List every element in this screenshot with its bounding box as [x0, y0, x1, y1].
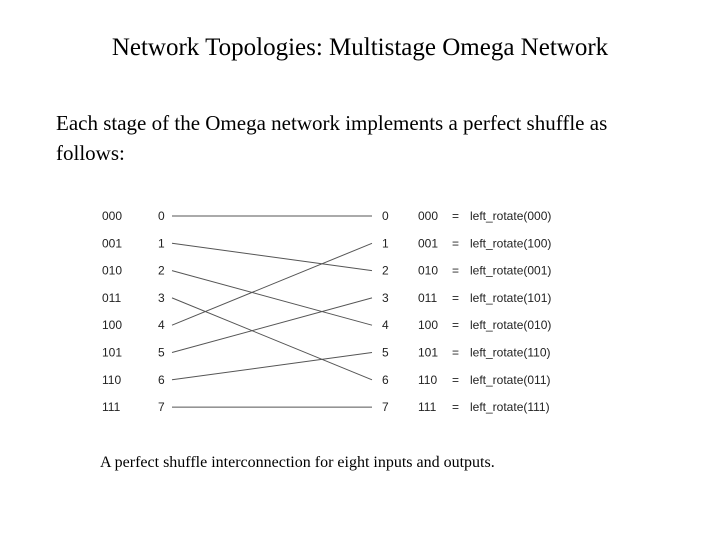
left-rotate-formula: left_rotate(011) [470, 373, 551, 387]
input-index-label: 6 [158, 373, 165, 387]
shuffle-connection-line [171, 297, 373, 381]
output-binary-label: 111 [418, 400, 437, 414]
input-index-label: 2 [158, 264, 165, 278]
equals-sign: = [452, 318, 459, 332]
shuffle-connection-line [171, 297, 373, 353]
shuffle-connection-line [171, 242, 373, 272]
equals-sign: = [452, 346, 459, 360]
left-rotate-formula: left_rotate(111) [470, 400, 550, 414]
input-binary-label: 100 [102, 318, 122, 332]
left-rotate-formula: left_rotate(010) [470, 318, 551, 332]
left-rotate-formula: left_rotate(110) [470, 346, 551, 360]
input-binary-label: 010 [102, 264, 122, 278]
shuffle-connection-line [171, 352, 373, 381]
input-binary-label: 011 [102, 291, 121, 305]
output-binary-label: 011 [418, 291, 437, 305]
input-binary-label: 000 [102, 209, 122, 223]
input-binary-label: 101 [102, 346, 122, 360]
output-binary-label: 110 [418, 373, 437, 387]
equals-sign: = [452, 264, 459, 278]
shuffle-connection-line [171, 242, 373, 326]
equals-sign: = [452, 236, 459, 250]
left-rotate-formula: left_rotate(001) [470, 264, 551, 278]
left-rotate-formula: left_rotate(100) [470, 236, 551, 250]
input-index-label: 0 [158, 209, 165, 223]
output-index-label: 3 [382, 291, 389, 305]
left-rotate-formula: left_rotate(000) [470, 209, 551, 223]
shuffle-connection-line [171, 270, 373, 326]
output-index-label: 4 [382, 318, 389, 332]
input-index-label: 7 [158, 400, 165, 414]
output-index-label: 2 [382, 264, 389, 278]
output-binary-label: 001 [418, 236, 438, 250]
output-index-label: 5 [382, 346, 389, 360]
input-index-label: 3 [158, 291, 165, 305]
output-index-label: 1 [382, 236, 389, 250]
input-binary-label: 001 [102, 236, 122, 250]
slide-body-text: Each stage of the Omega network implemen… [56, 111, 608, 165]
output-index-label: 6 [382, 373, 389, 387]
input-binary-label: 111 [102, 400, 121, 414]
diagram-caption: A perfect shuffle interconnection for ei… [100, 454, 495, 471]
output-binary-label: 000 [418, 209, 438, 223]
input-binary-label: 110 [102, 373, 121, 387]
left-rotate-formula: left_rotate(101) [470, 291, 551, 305]
input-index-label: 5 [158, 346, 165, 360]
output-index-label: 7 [382, 400, 389, 414]
equals-sign: = [452, 373, 459, 387]
equals-sign: = [452, 400, 459, 414]
output-index-label: 0 [382, 209, 389, 223]
input-index-label: 1 [158, 236, 165, 250]
input-index-label: 4 [158, 318, 165, 332]
output-binary-label: 010 [418, 264, 438, 278]
output-binary-label: 101 [418, 346, 438, 360]
equals-sign: = [452, 291, 459, 305]
output-binary-label: 100 [418, 318, 438, 332]
equals-sign: = [452, 209, 459, 223]
slide-title: Network Topologies: Multistage Omega Net… [111, 34, 609, 61]
